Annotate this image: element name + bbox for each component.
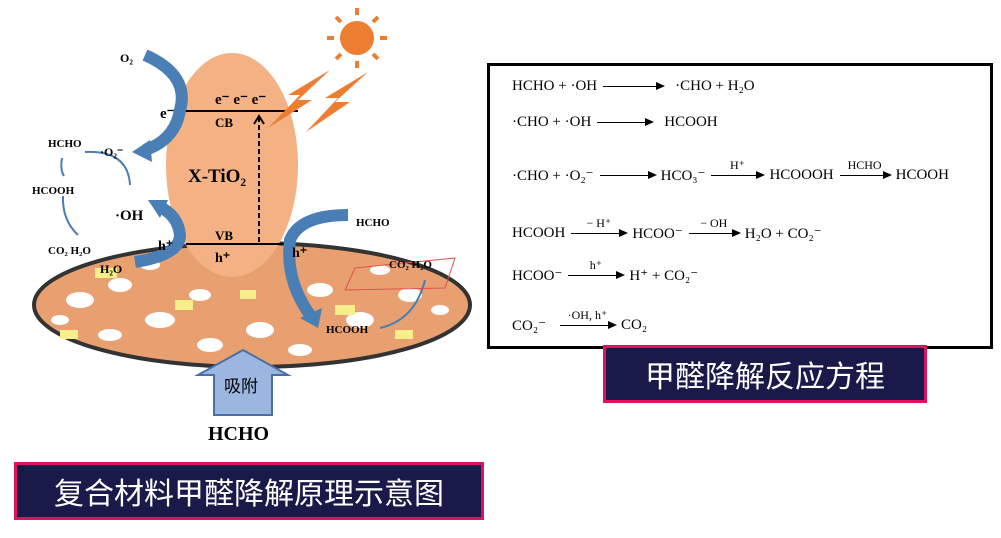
reaction-arrow: ·OH, h⁺: [559, 308, 617, 329]
hole-label-left: h⁺: [158, 239, 173, 254]
o2-label: O₂: [120, 51, 133, 65]
products-right-label: CO₂ H₂O: [389, 259, 432, 271]
disc-crystals: [60, 268, 413, 339]
equation-3: ·CHO + ·O₂⁻ HCO₃⁻ H⁺ HCOOOH HCHO HCOOH: [512, 158, 949, 185]
electrons-label: e⁻ e⁻ e⁻: [215, 92, 266, 108]
hydroxyl-label: ·OH: [115, 208, 144, 224]
right-reaction-arrow: [379, 279, 426, 329]
eq-products: ·CHO + H₂O: [675, 78, 755, 94]
vb-label: VB: [215, 228, 233, 243]
equations-panel: HCHO + ·OH ·CHO + H₂O ·CHO + ·OH HCOOH ·…: [487, 63, 993, 349]
reaction-arrow: HCHO: [839, 158, 892, 179]
eq-reactants: HCHO + ·OH: [512, 78, 598, 94]
adsorption-arrow: [194, 348, 292, 416]
products-label: CO₂ H₂O: [48, 245, 91, 257]
light-bolt-icon: [306, 72, 368, 132]
eq-intermediate: HCOO⁻: [632, 226, 683, 242]
hcho-oxidation-arrow: [283, 209, 349, 319]
eq-products: HCOOH: [664, 114, 718, 130]
degradation-diagram: O₂ e⁻ e⁻ e⁻ e⁻ CB X-TiO₂ VB h⁺ h⁺ h⁺ ·O₂…: [32, 8, 472, 445]
hcho-right-label: HCHO: [356, 217, 390, 229]
eq-intermediate: HCO₃⁻: [660, 168, 706, 184]
equation-1: HCHO + ·OH ·CHO + H₂O: [512, 78, 761, 95]
hole-label: h⁺: [215, 251, 230, 266]
eq-condition: − OH: [700, 216, 728, 230]
equation-4: HCOOH − H⁺ HCOO⁻ − OH H₂O + CO₂⁻: [512, 216, 822, 243]
equation-2: ·CHO + ·OH HCOOH: [512, 114, 724, 131]
eq-products: HCOOH: [895, 167, 949, 183]
eq-reactants: CO₂⁻: [512, 318, 546, 334]
reaction-arrow: h⁺: [568, 258, 626, 279]
sun-icon: [340, 21, 374, 55]
eq-intermediate: HCOOOH: [769, 167, 834, 183]
light-bolt-icon: [268, 70, 330, 128]
equations-caption: 甲醛降解反应方程: [603, 345, 927, 403]
reaction-arrow: − OH: [688, 216, 741, 237]
eq-reactants: HCOO⁻: [512, 268, 563, 284]
adsorption-label: 吸附: [224, 377, 258, 397]
eq-products: H₂O + CO₂⁻: [744, 226, 822, 242]
hcooh-right-label: HCOOH: [326, 324, 369, 336]
eq-reactants: ·CHO + ·O₂⁻: [512, 168, 594, 184]
cb-label: CB: [215, 115, 233, 130]
reaction-arrow: [599, 171, 657, 179]
disc-pores: [51, 260, 449, 356]
eq-condition: HCHO: [847, 158, 882, 172]
oh-arrow: [84, 150, 131, 186]
o2-reduction-arrow: [142, 49, 188, 156]
tio2-particle: [166, 53, 298, 277]
electron-label: e⁻: [160, 106, 175, 122]
equation-5: HCOO⁻ h⁺ H⁺ + CO₂⁻: [512, 258, 699, 285]
eq-reactants: ·CHO + ·OH: [512, 114, 592, 130]
water-label: H₂O: [100, 262, 122, 276]
left-reaction-arrows: [60, 157, 79, 236]
hcho-label: HCHO: [48, 138, 82, 150]
hcooh-label: HCOOH: [32, 185, 75, 197]
reaction-arrow: − H⁺: [571, 216, 629, 237]
reaction-arrow: [603, 82, 666, 90]
oxidation-arrow: [133, 200, 187, 268]
eq-products: CO₂: [620, 317, 648, 333]
eq-products: H⁺ + CO₂⁻: [629, 268, 699, 284]
eq-condition: H⁺: [729, 158, 745, 172]
sun-rays: [327, 8, 387, 68]
hole-label-right: h⁺: [292, 246, 307, 261]
reaction-arrow: H⁺: [711, 158, 766, 179]
catalyst-label: X-TiO₂: [188, 166, 246, 187]
eq-reactants: HCOOH: [512, 225, 566, 241]
eq-condition: − H⁺: [586, 216, 612, 230]
superoxide-label: ·O₂⁻: [100, 145, 123, 159]
eq-condition: h⁺: [589, 258, 603, 272]
eq-condition: ·OH, h⁺: [567, 308, 608, 322]
diagram-caption: 复合材料甲醛降解原理示意图: [14, 462, 484, 520]
equation-6: CO₂⁻ ·OH, h⁺ CO₂: [512, 308, 648, 335]
hcho-source-label: HCHO: [208, 423, 269, 445]
reaction-arrow: [597, 118, 655, 126]
